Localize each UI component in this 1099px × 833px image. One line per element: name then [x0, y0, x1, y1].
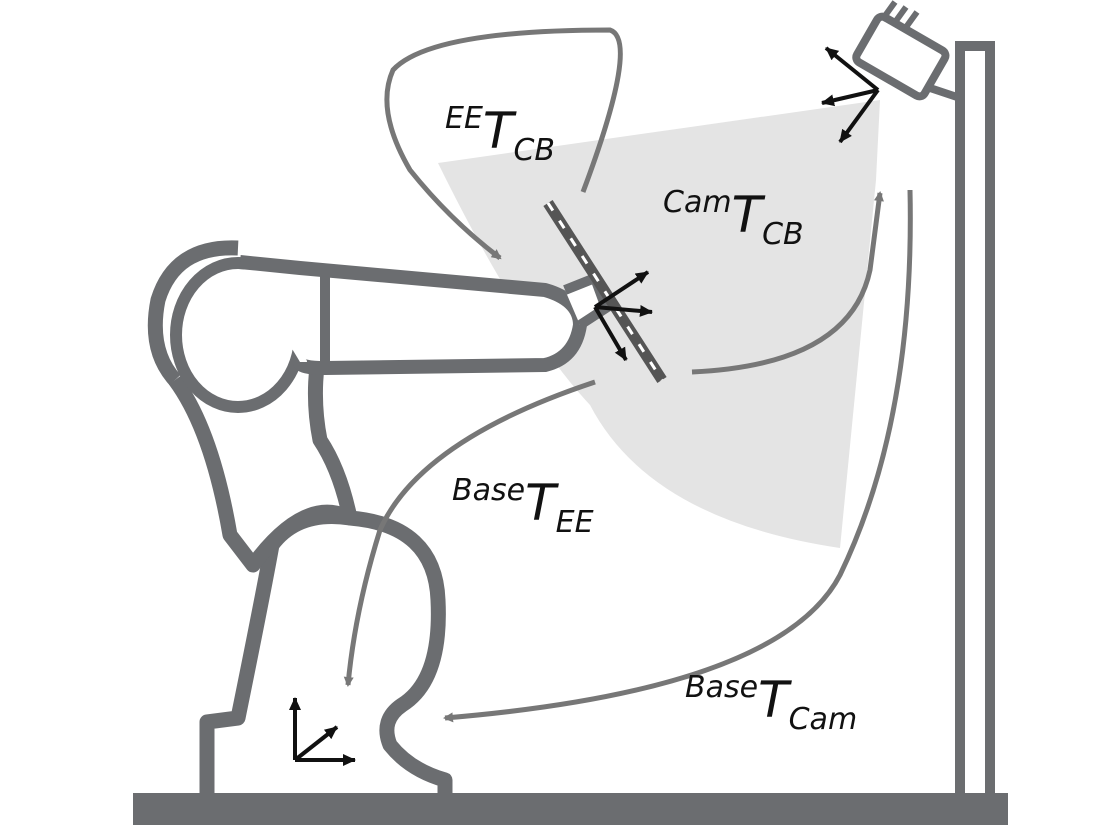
- checkerboard: [543, 200, 667, 383]
- arrow-ee-to-base: [343, 379, 596, 687]
- camera-frame-axes: [821, 46, 880, 144]
- robot-shoulder-outer: [147, 240, 239, 386]
- robot-base: [199, 509, 453, 793]
- ground: [133, 793, 1008, 825]
- label-base-t-cam: BaseTCam: [685, 670, 857, 737]
- label-base-t-ee: BaseTEE: [452, 473, 594, 540]
- arrow-ee-to-cb: [384, 27, 623, 260]
- svg-text:CamTCB: CamTCB: [663, 185, 804, 252]
- svg-text:EETCB: EETCB: [445, 101, 555, 168]
- label-ee-t-cb: EETCB: [445, 101, 555, 168]
- label-cam-t-cb: CamTCB: [663, 185, 804, 252]
- arrow-cb-to-cam: [691, 191, 884, 375]
- svg-text:BaseTEE: BaseTEE: [452, 473, 594, 540]
- arrow-cam-to-base: [443, 189, 913, 723]
- checkerboard-frame-axes: [593, 270, 653, 362]
- robot-shoulder: [168, 356, 358, 573]
- svg-text:BaseTCam: BaseTCam: [685, 670, 857, 737]
- base-frame-axes: [289, 697, 356, 766]
- camera-post: [955, 41, 995, 803]
- camera: [852, 0, 962, 102]
